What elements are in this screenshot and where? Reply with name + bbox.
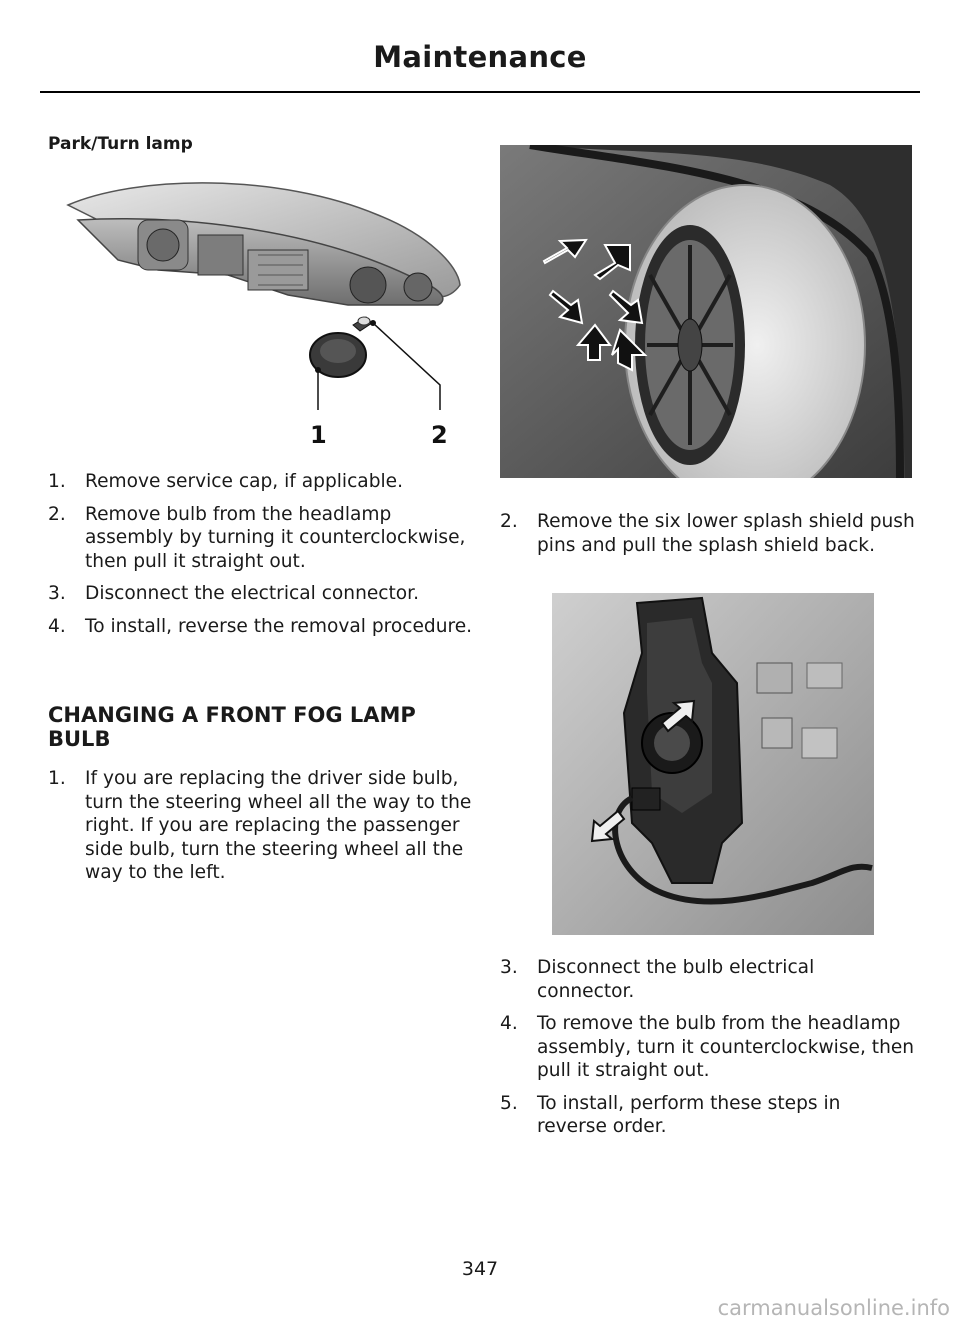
fog-lamp-bulb-connector-photo: [552, 593, 874, 935]
step-number: 1.: [48, 768, 66, 789]
wheel-well-splash-shield-photo: [500, 145, 912, 478]
list-item: 3. Disconnect the bulb electrical connect…: [500, 956, 915, 1003]
callout-2-label: 2: [431, 421, 448, 449]
step-number: 2.: [48, 503, 66, 525]
step-number: 1.: [48, 471, 66, 492]
fog-lamp-section-heading: CHANGING A FRONT FOG LAMP BULB: [48, 703, 416, 751]
list-item: 1. Remove service cap, if applicable.: [48, 470, 473, 494]
step-number: 2.: [500, 511, 518, 532]
list-item: 4. To install, reverse the removal proced…: [48, 615, 473, 639]
list-item: 2. Remove bulb from the headlamp assembly…: [48, 503, 473, 574]
step-number: 4.: [500, 1013, 518, 1034]
connector-removal-arrows: [590, 699, 696, 843]
park-turn-heading: Park/Turn lamp: [48, 134, 193, 154]
step-text: To install, perform these steps in rever…: [537, 1092, 841, 1138]
park-turn-steps-list: 1. Remove service cap, if applicable. 2. R…: [48, 470, 473, 647]
callout-1-label: 1: [310, 421, 327, 449]
step-number: 4.: [48, 615, 66, 637]
list-item: 5. To install, perform these steps in rev…: [500, 1092, 915, 1139]
step-text: Disconnect the bulb electrical connector…: [537, 957, 815, 1002]
step-text: To install, reverse the removal procedur…: [85, 615, 473, 637]
fog-lamp-step-1-list: 1. If you are replacing the driver side b…: [48, 767, 473, 894]
step-number: 3.: [500, 957, 518, 978]
step-text: Remove the six lower splash shield push …: [537, 511, 915, 556]
step-text: To remove the bulb from the headlamp ass…: [537, 1013, 915, 1081]
step-number: 3.: [48, 583, 66, 604]
headlamp-assembly-illustration: 1 2: [48, 165, 468, 455]
list-item: 4. To remove the bulb from the headlamp a…: [500, 1012, 915, 1083]
step-number: 5.: [500, 1092, 518, 1114]
list-item: 3. Disconnect the electrical connector.: [48, 582, 473, 606]
step-text: Remove bulb from the headlamp assembly b…: [85, 503, 466, 572]
list-item: 1. If you are replacing the driver side b…: [48, 767, 473, 885]
header-divider: [40, 91, 920, 93]
watermark-text: carmanualsonline.info: [717, 1296, 950, 1320]
page-header-title: Maintenance: [373, 40, 587, 74]
page-number: 347: [461, 1258, 499, 1280]
step-text: If you are replacing the driver side bul…: [85, 768, 472, 883]
fog-lamp-steps-3-5-list: 3. Disconnect the bulb electrical connect…: [500, 956, 915, 1148]
list-item: 2. Remove the six lower splash shield pus…: [500, 510, 915, 557]
step-text: Remove service cap, if applicable.: [85, 471, 404, 492]
step-text: Disconnect the electrical connector.: [85, 583, 420, 604]
fog-lamp-step-2-list: 2. Remove the six lower splash shield pus…: [500, 510, 915, 566]
push-pin-arrows: [542, 238, 648, 372]
